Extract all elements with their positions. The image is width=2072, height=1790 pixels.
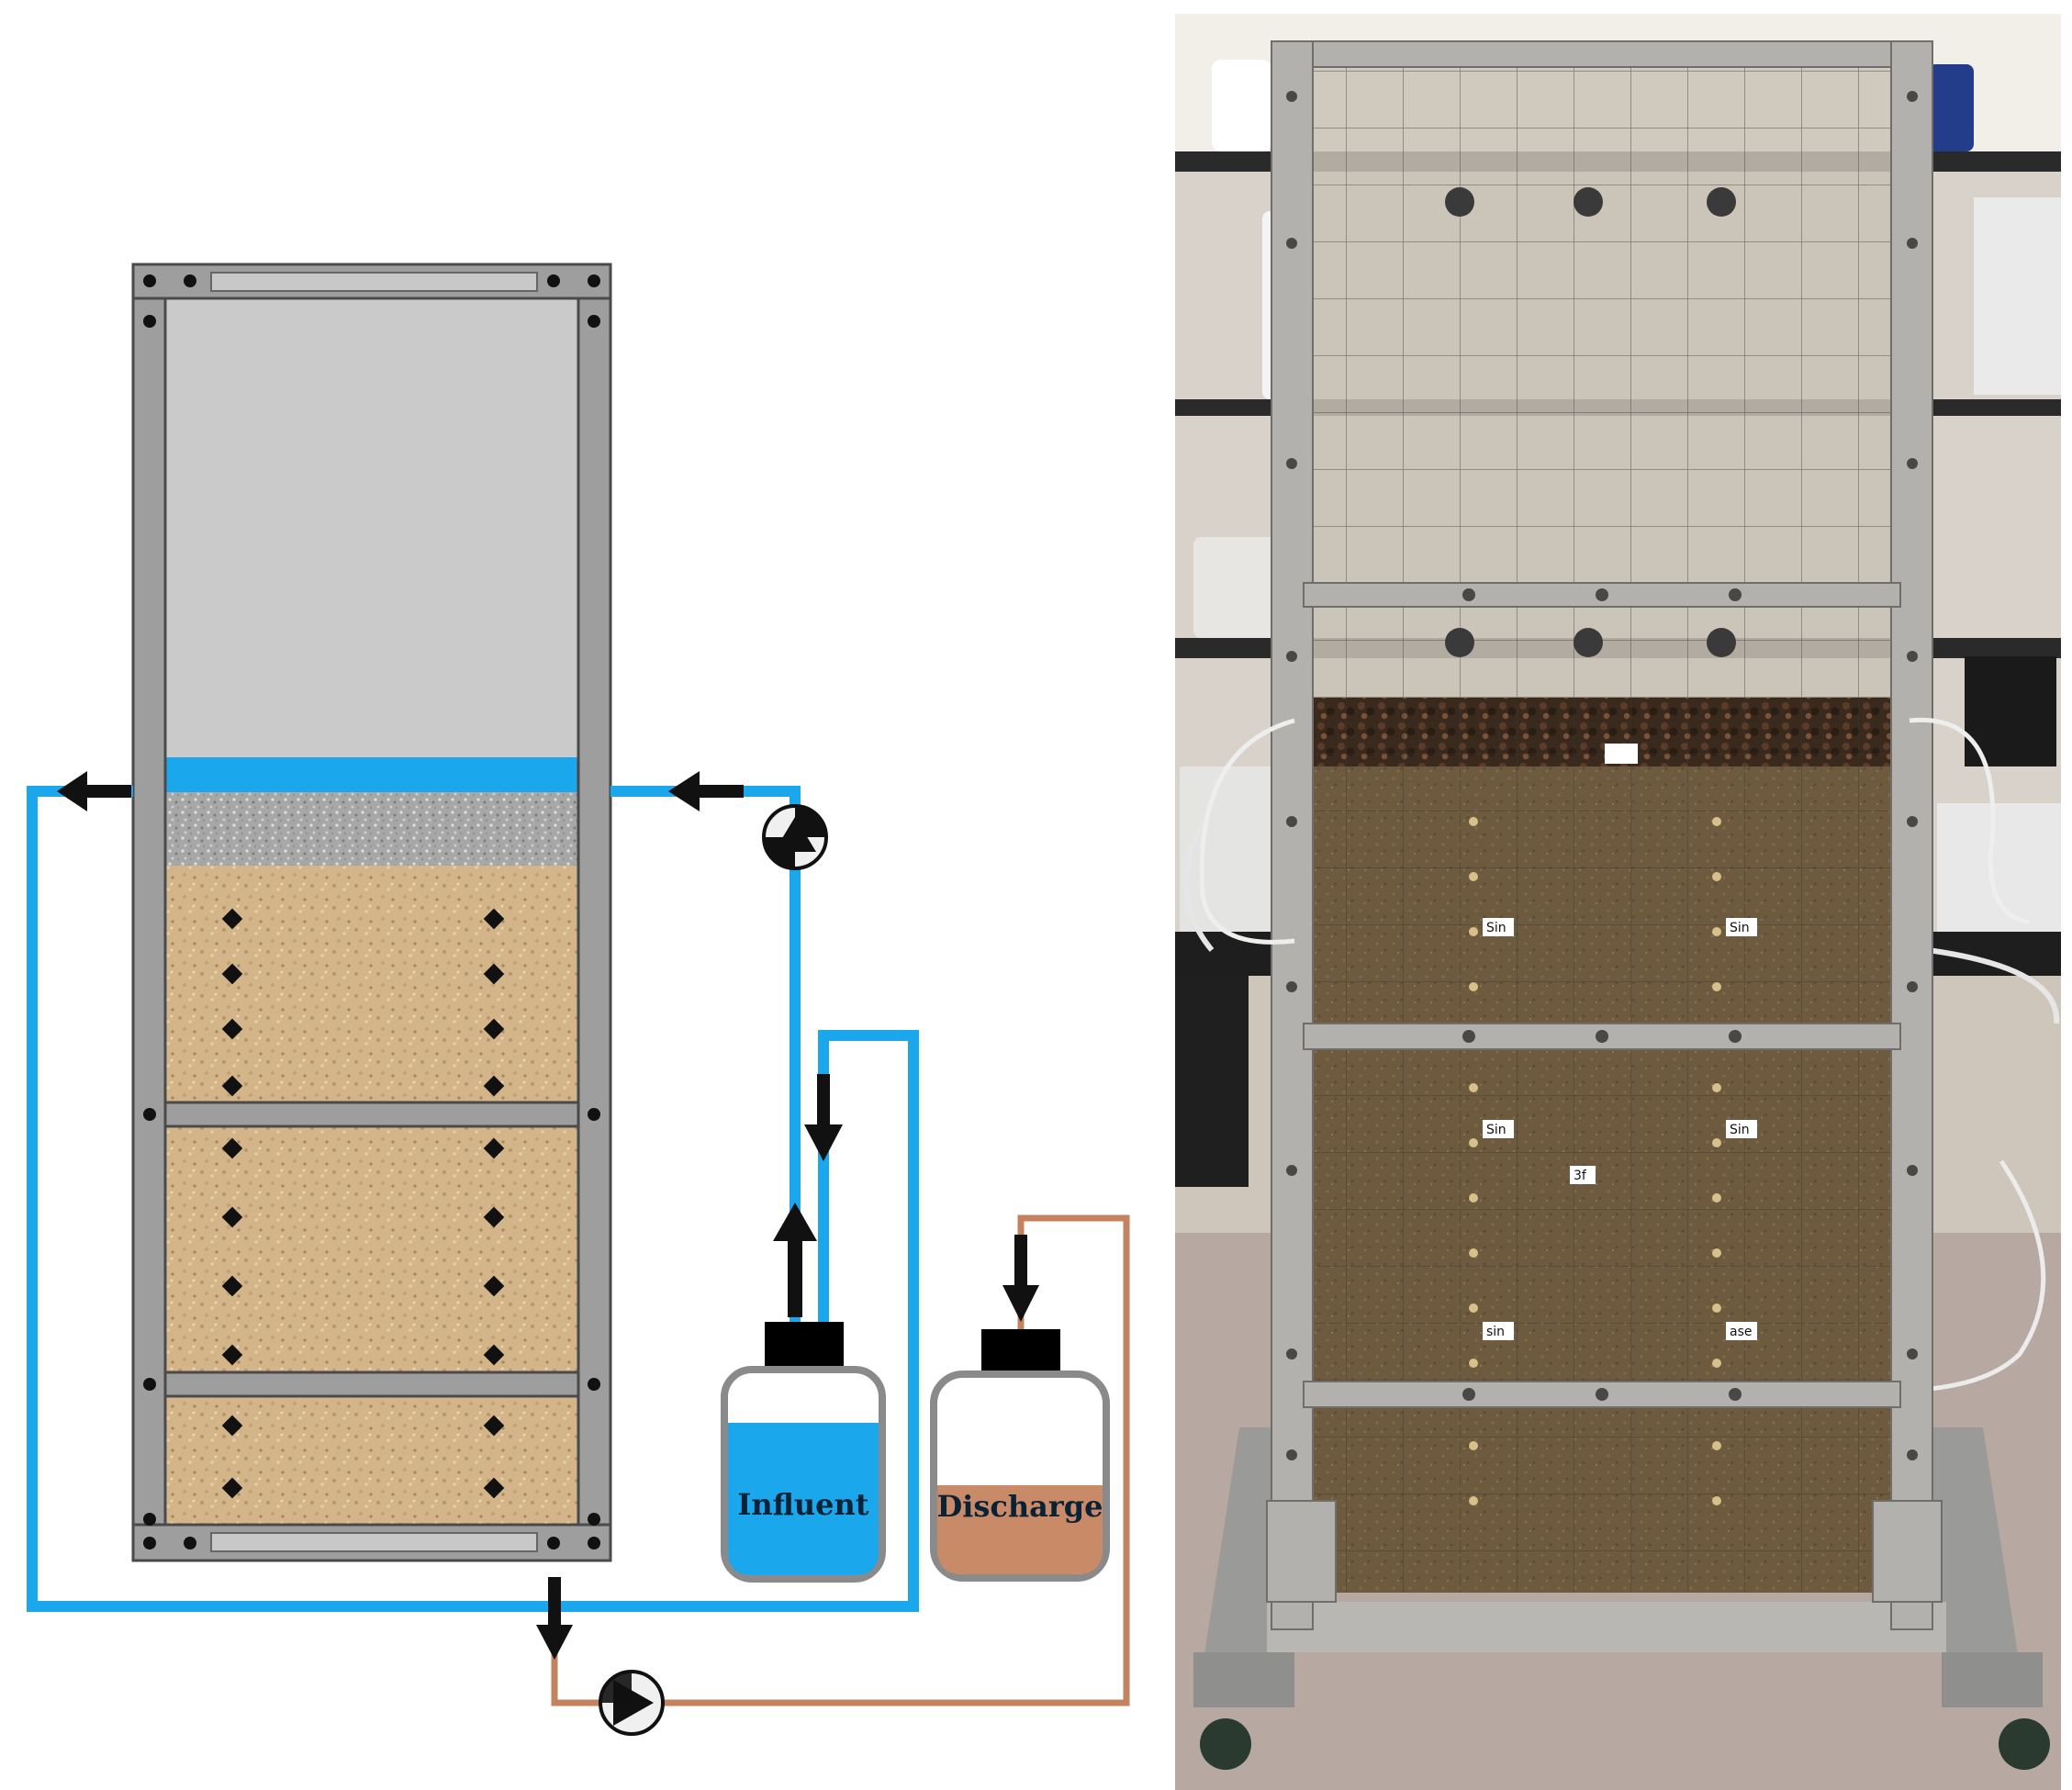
column-photo: Sin Sin Sin Sin sin ase 3f bbox=[1175, 14, 2061, 1790]
influent-bottle: Influent bbox=[721, 1322, 886, 1583]
flow-arrows bbox=[57, 771, 1039, 1660]
discharge-bottle: Discharge bbox=[930, 1329, 1110, 1582]
tag-2: Sin bbox=[1730, 921, 1750, 935]
tag-3: Sin bbox=[1486, 1123, 1506, 1137]
influent-label: Influent bbox=[737, 1487, 868, 1522]
column bbox=[131, 263, 612, 1562]
gravel-layer bbox=[165, 792, 578, 866]
photo-column: Sin Sin Sin Sin sin ase 3f bbox=[1193, 40, 2050, 1770]
tag-4: Sin bbox=[1730, 1123, 1750, 1137]
arrow-left-outlet-icon bbox=[57, 771, 131, 811]
port-tags: Sin Sin Sin Sin sin ase 3f bbox=[1483, 744, 1757, 1340]
tag-6: ase bbox=[1730, 1325, 1753, 1339]
headspace bbox=[165, 298, 578, 757]
influent-pump bbox=[762, 804, 828, 870]
tag-5: sin bbox=[1486, 1325, 1505, 1339]
discharge-label: Discharge bbox=[937, 1489, 1103, 1524]
tag-1: Sin bbox=[1486, 921, 1506, 935]
column-schematic: Influent Discharge bbox=[27, 263, 1130, 1736]
sampling-ports bbox=[221, 908, 505, 1499]
discharge-pump bbox=[599, 1670, 665, 1736]
arrow-down-return-icon bbox=[804, 1074, 843, 1161]
arrow-left-inlet-icon bbox=[668, 771, 744, 811]
water-layer bbox=[165, 757, 578, 792]
arrow-down-drain-icon bbox=[536, 1577, 573, 1660]
tag-7: 3f bbox=[1574, 1169, 1587, 1183]
frame-bolts bbox=[143, 274, 600, 1549]
arrow-down-discharge-icon bbox=[1002, 1235, 1039, 1322]
arrow-up-influent-icon bbox=[773, 1203, 817, 1317]
